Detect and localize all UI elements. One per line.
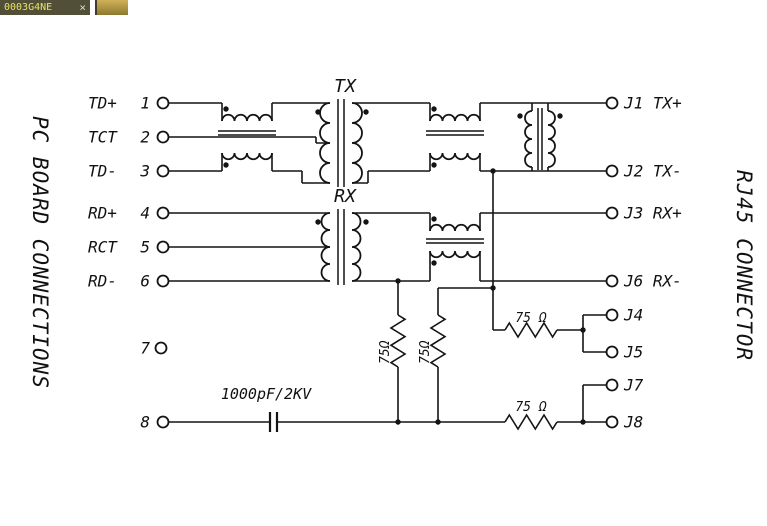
- pin-j7-terminal: [605, 378, 619, 392]
- resistor-4: [504, 413, 558, 431]
- tx-input-choke: [218, 106, 276, 168]
- pin-3-name: TD-: [88, 162, 117, 181]
- pin-j4-label: J4: [623, 306, 643, 325]
- pin-3-number: 3: [139, 162, 150, 181]
- pin-j1-label: J1 TX+: [623, 94, 682, 113]
- pin-8-number: 8: [140, 413, 150, 432]
- pin-4-number: 4: [140, 204, 150, 223]
- resistor-1: [389, 314, 407, 368]
- tx-main-transformer: [315, 99, 369, 187]
- tx-autotransformer: [517, 108, 563, 170]
- pin-j2-terminal: [605, 164, 619, 178]
- pin-4-name: RD+: [88, 204, 117, 223]
- left-side-title: PC BOARD CONNECTIONS: [28, 116, 52, 389]
- pin-j1-terminal: [605, 96, 619, 110]
- pin-j5-terminal: [605, 345, 619, 359]
- rx-main-transformer: [315, 209, 369, 285]
- rx-line-choke: [426, 216, 484, 266]
- pin-j8-label: J8: [623, 413, 643, 432]
- tab-part-number[interactable]: 0003G4NE ×: [0, 0, 90, 15]
- resistor-1-value-label: 75Ω: [378, 340, 393, 364]
- resistor-3-value-label: 75 Ω: [515, 311, 546, 326]
- pin-j5-label: J5: [623, 343, 643, 362]
- close-icon[interactable]: ×: [79, 1, 86, 14]
- resistor-2: [429, 314, 447, 368]
- tab-bar: 0003G4NE ×: [0, 0, 767, 15]
- left-pin-labels: TD+ 1 TCT 2 TD- 3 RD+ 4 RCT 5 RD- 6 7 8: [88, 94, 150, 432]
- pin-3-terminal: [156, 164, 170, 178]
- junction-dots: [395, 168, 586, 425]
- rx-label: RX: [334, 186, 357, 207]
- pin-2-name: TCT: [88, 128, 118, 147]
- capacitor-value-label: 1000pF/2KV: [221, 385, 312, 403]
- right-pin-labels: J1 TX+ J2 TX- J3 RX+ J6 RX- J4 J5 J7 J8: [623, 94, 682, 432]
- pin-1-number: 1: [140, 94, 150, 113]
- tab-label: 0003G4NE: [4, 2, 53, 13]
- pin-1-name: TD+: [88, 94, 117, 113]
- pin-j2-label: J2 TX-: [623, 162, 682, 181]
- pin-2-number: 2: [140, 128, 150, 147]
- pin-j6-label: J6 RX-: [623, 272, 682, 291]
- pin-6-terminal: [156, 274, 170, 288]
- right-side-title: RJ45 CONNECTOR: [732, 170, 756, 361]
- terminals: [154, 96, 619, 429]
- pin-1-terminal: [156, 96, 170, 110]
- resistor-2-value-label: 75Ω: [418, 340, 433, 364]
- pin-5-name: RCT: [88, 238, 118, 257]
- pin-2-terminal: [156, 130, 170, 144]
- pin-6-number: 6: [140, 272, 150, 291]
- pin-j6-terminal: [605, 274, 619, 288]
- pin-6-name: RD-: [88, 272, 117, 291]
- pin-4-terminal: [156, 206, 170, 220]
- wires: [168, 102, 607, 423]
- resistor-4-value-label: 75 Ω: [515, 400, 546, 415]
- pin-j3-label: J3 RX+: [623, 204, 682, 223]
- capacitor-symbol: [268, 412, 279, 432]
- pin-8-terminal: [156, 415, 170, 429]
- tx-line-choke: [426, 106, 484, 168]
- resistor-3: [504, 321, 558, 339]
- pin-j4-terminal: [605, 308, 619, 322]
- pin-7-number: 7: [140, 339, 150, 358]
- tab-partial[interactable]: [95, 0, 128, 15]
- pin-7-terminal: [154, 341, 168, 355]
- pin-5-terminal: [156, 240, 170, 254]
- tx-label: TX: [334, 76, 357, 97]
- pin-j3-terminal: [605, 206, 619, 220]
- pin-5-number: 5: [140, 238, 150, 257]
- pin-j8-terminal: [605, 415, 619, 429]
- pin-j7-label: J7: [623, 376, 644, 395]
